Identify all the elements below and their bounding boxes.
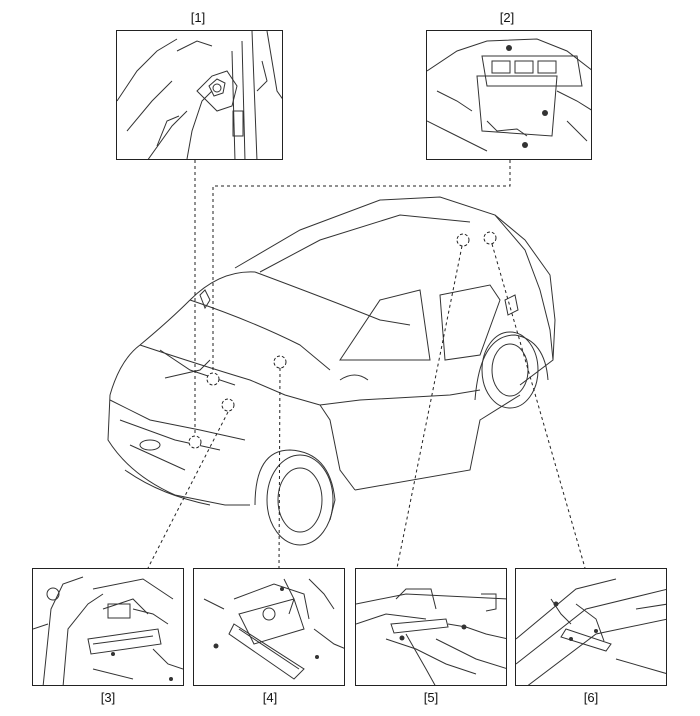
leader-lines [147,160,586,569]
detail-panel-5 [355,568,507,686]
detail-2-illustration [427,38,591,152]
detail-panel-2 [426,30,592,160]
car-outline [107,196,556,546]
callout-label-1: [1] [190,10,206,25]
detail-panel-6 [515,568,667,686]
callout-label-2: [2] [499,10,515,25]
detail-panel-4 [193,568,345,686]
detail-3-illustration [33,576,183,685]
detail-4-illustration [203,578,344,680]
location-marker-4 [273,355,287,369]
detail-panel-3 [32,568,184,686]
location-marker-3 [221,398,235,412]
location-markers [188,231,497,449]
location-marker-2 [206,372,220,386]
location-marker-5 [456,233,470,247]
callout-label-6: [6] [583,690,599,705]
detail-5-illustration [356,588,506,685]
callout-label-4: [4] [262,690,278,705]
detail-6-illustration [516,578,666,685]
callout-label-3: [3] [100,690,116,705]
detail-1-illustration [117,31,282,159]
callout-label-5: [5] [423,690,439,705]
location-marker-1 [188,435,202,449]
location-marker-6 [483,231,497,245]
detail-panel-1 [116,30,283,160]
